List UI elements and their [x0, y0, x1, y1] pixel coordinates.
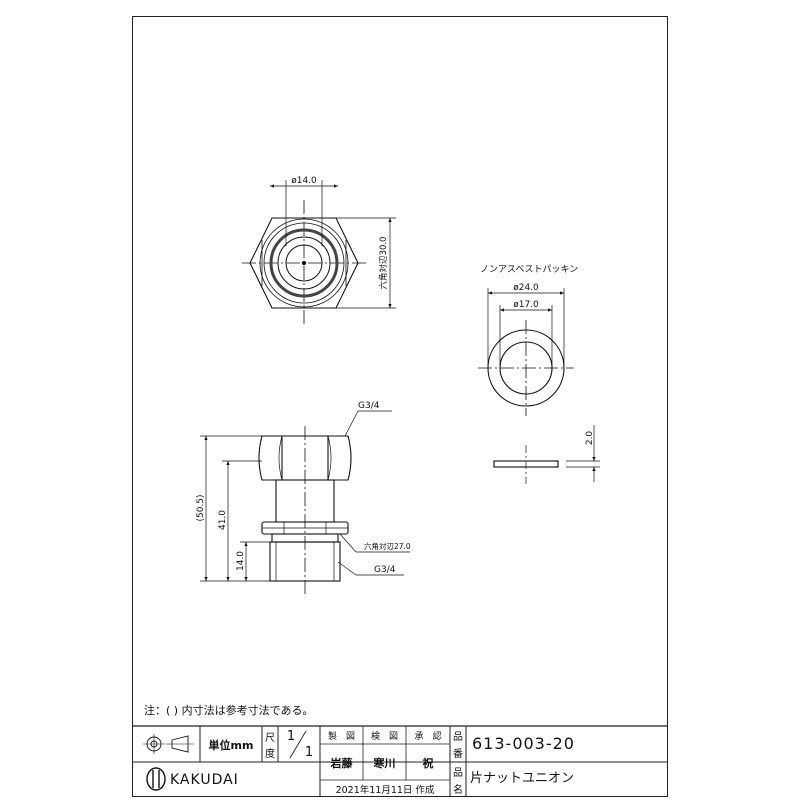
top-view — [242, 180, 396, 325]
header-checked: 検 図 — [370, 732, 398, 742]
product-name: 片ナットユニオン — [470, 771, 575, 786]
side-height-41-dimension: 41.0 — [218, 510, 228, 530]
projection-symbol-icon — [143, 734, 194, 754]
name-approved: 祝 — [422, 756, 434, 770]
part-number: 613-003-20 — [472, 734, 575, 753]
side-hex-dimension: 六角対辺27.0 — [364, 541, 411, 551]
gasket-side-view — [493, 425, 600, 484]
scale-value-2: 1 — [304, 744, 314, 760]
gasket-title: ノンアスベストパッキン — [480, 264, 578, 275]
label-product-name-1: 品 — [453, 768, 463, 779]
scale-label-2: 度 — [265, 748, 275, 760]
name-checked: 寒川 — [373, 756, 396, 770]
gasket-outer-dimension: ø24.0 — [513, 283, 539, 293]
side-total-height-dimension: (50.5) — [196, 494, 206, 521]
header-drawn: 製 図 — [327, 732, 355, 742]
gasket-inner-dimension: ø17.0 — [513, 300, 539, 310]
label-product-name-2: 名 — [453, 785, 463, 796]
unit-label: 単位mm — [208, 738, 254, 752]
scale-label-1: 尺 — [265, 732, 275, 744]
side-height-14-dimension: 14.0 — [236, 551, 246, 571]
top-hex-dimension: 六角対辺30.0 — [378, 237, 389, 290]
label-part-number-2: 番 — [453, 749, 463, 760]
gasket-view — [478, 288, 574, 416]
brand-name: KAKUDAI — [170, 772, 239, 788]
drawing-frame — [132, 16, 668, 797]
gasket-thickness-dimension: 2.0 — [585, 431, 595, 446]
reference-dimension-note: 注：( ) 内寸法は参考寸法である。 — [144, 704, 314, 717]
side-view — [200, 410, 410, 596]
top-bore-dimension: ø14.0 — [291, 176, 317, 186]
title-block-grid — [132, 725, 668, 797]
created-date: 2021年11月11日 作成 — [335, 784, 435, 796]
kakudai-logo-icon — [146, 767, 166, 791]
side-thread-top-label: G3/4 — [358, 401, 380, 411]
header-approved: 承 認 — [414, 732, 442, 742]
side-thread-bottom-label: G3/4 — [374, 565, 396, 575]
scale-value-1: 1 — [286, 728, 296, 744]
name-drawn: 岩藤 — [330, 756, 353, 770]
label-part-number-1: 品 — [453, 732, 463, 743]
